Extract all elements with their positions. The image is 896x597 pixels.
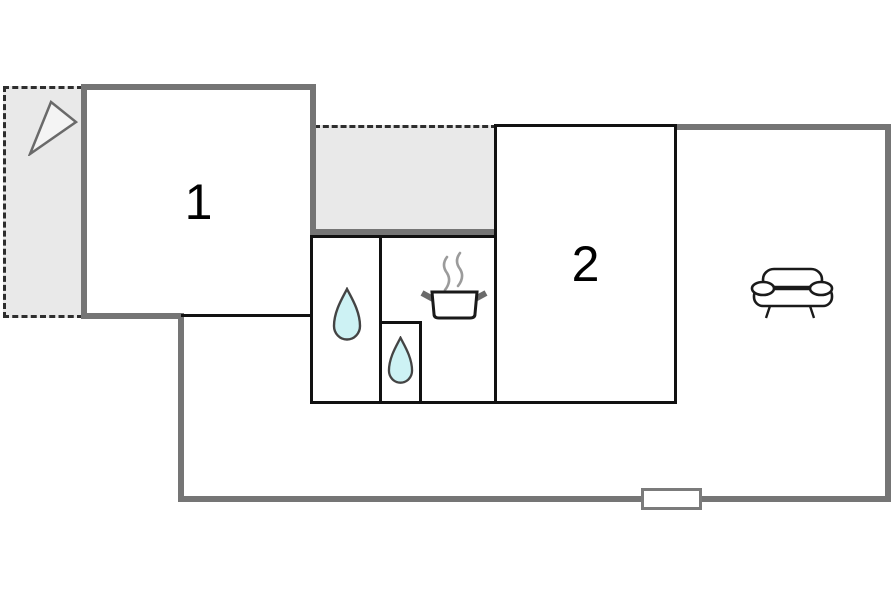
shower-area (379, 321, 422, 404)
steam-line-icon (455, 251, 464, 288)
sofa-icon (750, 267, 834, 319)
terrace-area-left (3, 86, 83, 318)
steam-line-icon (442, 255, 451, 292)
room-1-label: 1 (184, 173, 213, 230)
exterior-wall-top (674, 124, 891, 130)
room-1: 1 (81, 84, 316, 313)
room-2: 2 (494, 124, 677, 404)
exterior-wall-left (178, 315, 184, 502)
window-marker (641, 488, 702, 510)
water-drop-icon (387, 336, 414, 384)
room-2-label: 2 (571, 236, 600, 292)
terrace-area-middle (314, 125, 497, 235)
bathroom-area (310, 235, 382, 404)
cooking-pot-icon (420, 251, 488, 320)
water-drop-icon (332, 287, 362, 341)
exterior-wall-room1-bottom (81, 313, 184, 319)
direction-arrow-icon (28, 100, 79, 156)
interior-wall-hall (181, 314, 314, 317)
exterior-wall-bottom (178, 496, 891, 502)
exterior-wall-right (885, 124, 891, 502)
